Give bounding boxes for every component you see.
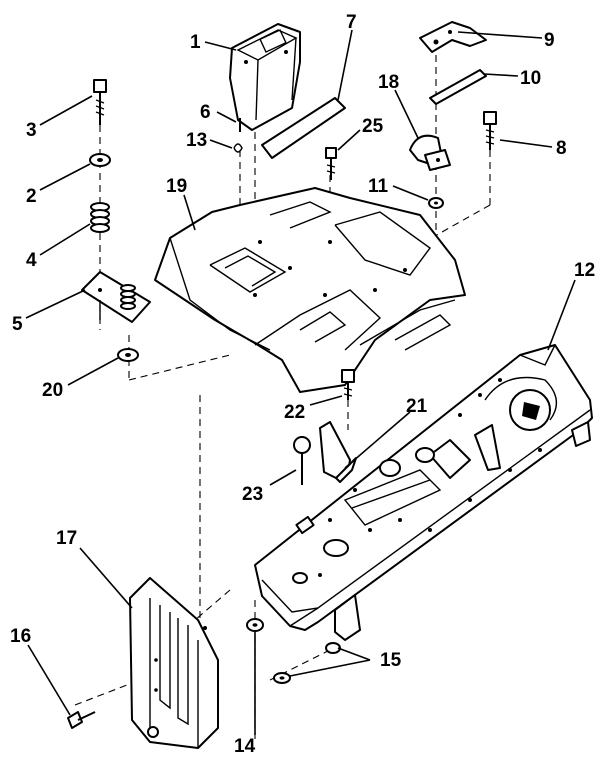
screw-part-8 — [483, 111, 497, 150]
callout-20: 20 — [42, 380, 63, 401]
bracket-plate-part-5 — [81, 271, 151, 323]
callout-9: 9 — [544, 30, 555, 51]
callout-15: 15 — [380, 650, 402, 671]
callout-14: 14 — [234, 736, 256, 757]
callout-17: 17 — [56, 528, 77, 549]
callout-7: 7 — [346, 12, 357, 33]
nut-parts-15 — [273, 642, 341, 684]
callout-23: 23 — [242, 484, 263, 505]
dash-panel-part-19 — [154, 187, 466, 393]
bolt-part-16 — [67, 711, 96, 729]
callout-16: 16 — [10, 626, 31, 647]
callout-21: 21 — [406, 396, 428, 417]
callout-13: 13 — [186, 130, 207, 151]
callout-5: 5 — [12, 314, 23, 335]
callout-4: 4 — [26, 250, 37, 271]
washer-part-20 — [117, 348, 139, 362]
decal-strip-part — [261, 97, 346, 159]
callout-10: 10 — [520, 68, 541, 89]
control-panel-part — [229, 23, 301, 131]
spring-part-4 — [90, 202, 110, 233]
leader-lines — [25, 29, 576, 735]
clamp-part-18 — [409, 134, 451, 171]
callout-3: 3 — [26, 120, 37, 141]
nut-part-14 — [246, 618, 264, 632]
callout-18: 18 — [378, 72, 399, 93]
callout-8: 8 — [556, 138, 567, 159]
callout-12: 12 — [574, 260, 595, 281]
callout-19: 19 — [166, 176, 187, 197]
callout-6: 6 — [200, 102, 211, 123]
pivot-pin-part-23 — [293, 436, 311, 485]
bolt-part-25 — [325, 147, 337, 180]
side-plate-part-17 — [129, 577, 219, 749]
callout-2: 2 — [26, 186, 37, 207]
callout-11: 11 — [368, 176, 389, 197]
strip-plate-part-10 — [429, 69, 487, 105]
latch-part-9 — [419, 21, 487, 53]
bolt-part-22 — [341, 369, 355, 400]
callout-25: 25 — [362, 116, 384, 137]
pin-parts — [233, 118, 243, 153]
callout-22: 22 — [284, 402, 305, 423]
washer-part-2 — [89, 153, 111, 167]
nut-part-11 — [428, 197, 444, 209]
bolt-part-3 — [93, 79, 107, 125]
main-frame-part-12 — [254, 344, 593, 641]
callout-labels: 1 7 9 10 18 25 3 6 13 8 2 19 11 4 12 5 2… — [10, 12, 595, 757]
bracket-part-21 — [319, 421, 357, 483]
callout-1: 1 — [190, 32, 201, 53]
